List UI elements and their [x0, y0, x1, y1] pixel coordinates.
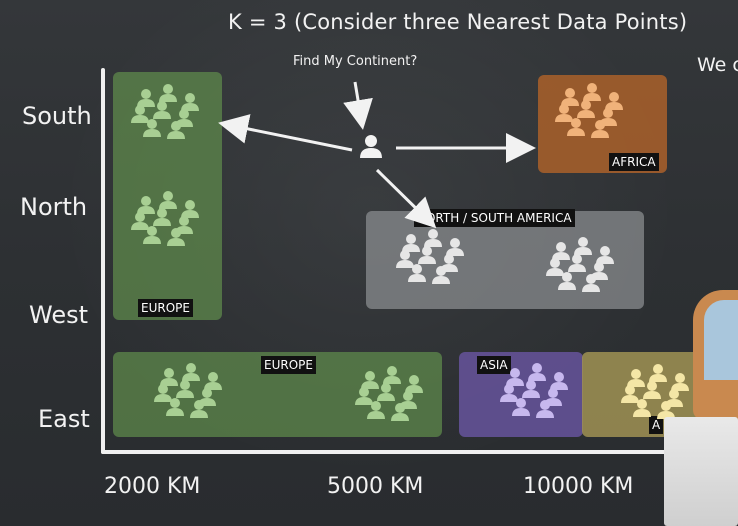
person-group-icon [546, 237, 614, 292]
laptop [664, 417, 738, 526]
label-asia: ASIA [477, 356, 511, 374]
label-asia-2: A [649, 416, 664, 434]
arrow-icon [218, 81, 536, 229]
y-label-south: South [22, 102, 92, 130]
label-africa: AFRICA [609, 153, 659, 171]
x-label-5000: 5000 KM [327, 474, 424, 499]
person-group-icon [621, 364, 689, 419]
person-group-icon [154, 363, 222, 418]
person-group-icon [555, 83, 623, 138]
query-person-icon [360, 135, 382, 158]
x-axis [101, 450, 701, 454]
label-europe-vertical: EUROPE [138, 299, 193, 317]
person-group-icon [355, 366, 423, 421]
y-label-east: East [38, 405, 90, 433]
person-group-icon [500, 363, 568, 418]
y-label-north: North [20, 193, 88, 221]
x-label-10000: 10000 KM [523, 474, 634, 499]
label-europe-horizontal: EUROPE [261, 356, 316, 374]
label-americas: NORTH / SOUTH AMERICA [414, 209, 575, 227]
person-group-icon [131, 84, 199, 139]
presenter-shirt [704, 300, 738, 380]
x-label-2000: 2000 KM [104, 474, 201, 499]
person-group-icon [396, 229, 464, 284]
diagram-title: K = 3 (Consider three Nearest Data Point… [228, 10, 688, 34]
partial-text: We c [697, 54, 738, 76]
y-axis [101, 68, 105, 454]
person-group-icon [131, 191, 199, 246]
question-label: Find My Continent? [293, 54, 418, 69]
y-label-west: West [29, 301, 89, 329]
